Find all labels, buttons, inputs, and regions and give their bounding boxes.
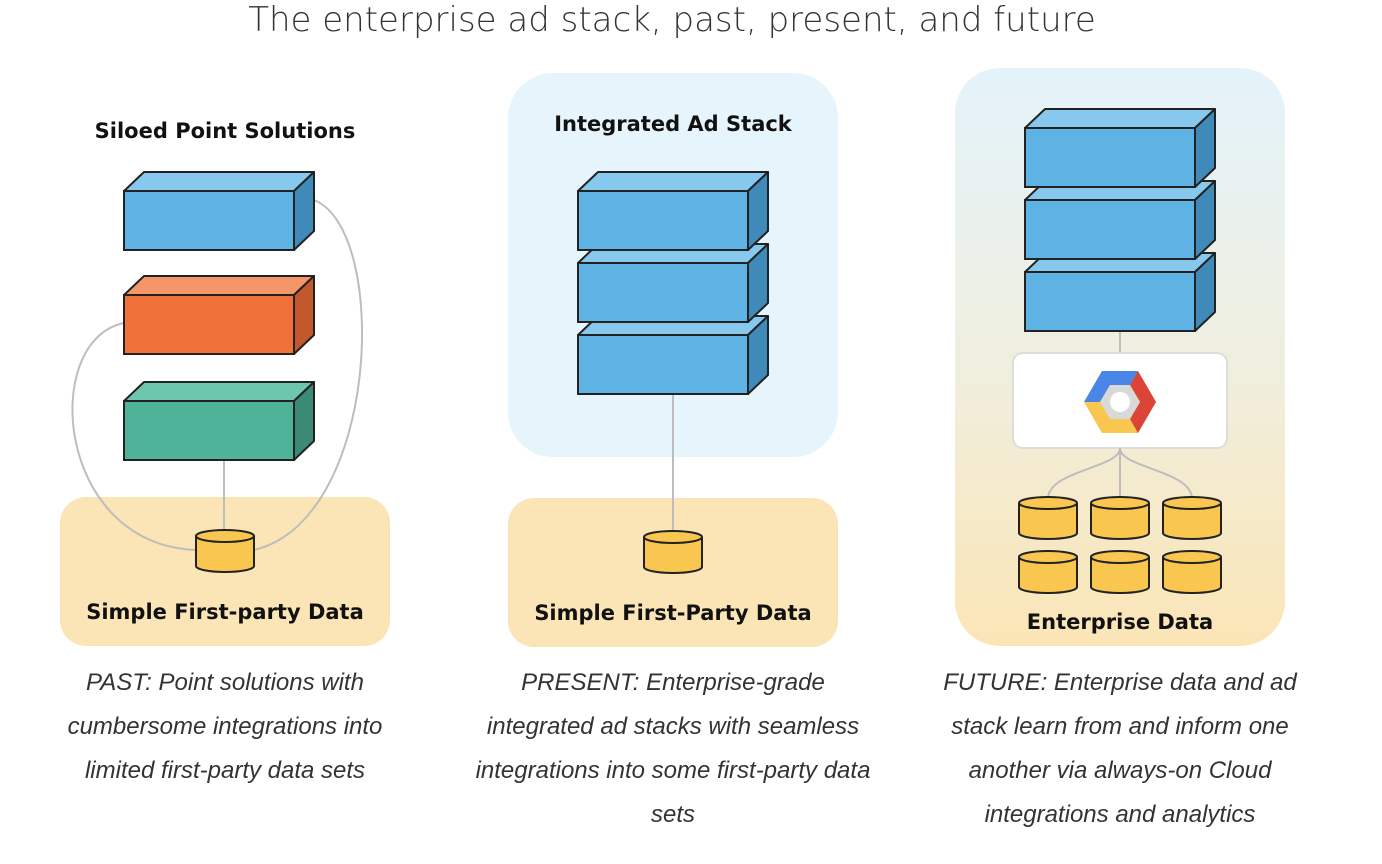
google-cloud-icon	[1084, 371, 1156, 433]
database-icon	[1162, 550, 1222, 594]
caption-past: PAST: Point solutions with cumbersome in…	[67, 669, 383, 784]
block-blue-bottom	[1024, 252, 1216, 332]
block-blue-top	[1024, 108, 1216, 188]
block-orange	[123, 275, 315, 355]
panel-past: Siloed Point Solutions Simple First	[60, 119, 390, 646]
data-label-past: Simple First-party Data	[86, 600, 364, 624]
database-icon	[1018, 550, 1078, 594]
panel-heading-present: Integrated Ad Stack	[554, 112, 793, 136]
block-green	[123, 381, 315, 461]
database-icon	[195, 529, 255, 573]
block-blue-bottom	[577, 315, 769, 395]
block-blue-middle	[1024, 180, 1216, 260]
data-label-present: Simple First-Party Data	[534, 601, 811, 625]
connector-curve-blue	[253, 199, 363, 551]
block-blue-top	[577, 171, 769, 251]
page-title: The enterprise ad stack, past, present, …	[248, 0, 1096, 40]
database-icon	[1090, 496, 1150, 540]
panel-future: Enterprise Data	[955, 68, 1285, 646]
database-icon	[1162, 496, 1222, 540]
panel-heading-past: Siloed Point Solutions	[95, 119, 356, 143]
connector-branches	[1047, 447, 1193, 499]
database-icon	[1090, 550, 1150, 594]
database-icon	[643, 530, 703, 574]
data-label-future: Enterprise Data	[1027, 610, 1213, 634]
block-blue	[123, 171, 315, 251]
connector-curve-orange	[71, 322, 197, 551]
panel-present: Integrated Ad Stack Simple First-Party D…	[508, 73, 838, 647]
caption-future: FUTURE: Enterprise data and ad stack lea…	[943, 669, 1297, 828]
database-icon	[1018, 496, 1078, 540]
caption-present: PRESENT: Enterprise-grade integrated ad …	[475, 669, 871, 828]
block-blue-middle	[577, 243, 769, 323]
